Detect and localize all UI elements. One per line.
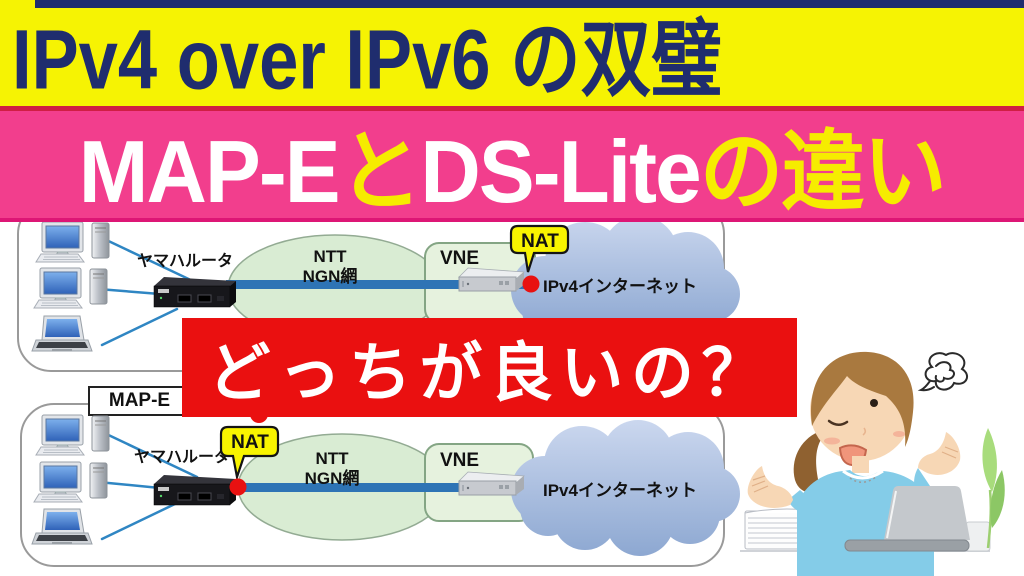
necklace: [849, 476, 877, 483]
finger-lines: [751, 475, 769, 493]
subtitle-text: MAP-EとDS-Liteの違い: [78, 101, 947, 228]
scribble-icon: [917, 352, 969, 392]
top-navy-strip: [35, 0, 1024, 8]
finger-lines: [941, 446, 959, 459]
question-text: どっちが良いの？: [207, 336, 772, 409]
map-e-method-label: MAP-E: [88, 386, 191, 416]
question-banner: どっちが良いの？: [182, 318, 797, 417]
plant: [982, 428, 1005, 549]
nose: [862, 427, 867, 436]
subtitle-seg-no-chigai: の違い: [699, 122, 947, 221]
subtitle-seg-map-e: MAP-E: [78, 122, 341, 221]
subtitle-banner: MAP-EとDS-Liteの違い: [0, 111, 1024, 222]
desk-box: [965, 521, 991, 552]
left-sleeve: [788, 490, 812, 512]
face: [810, 359, 912, 461]
title-banner: IPv4 over IPv6 の双璧: [0, 0, 1024, 107]
shirt: [797, 470, 934, 576]
laptop-illustration: [844, 486, 970, 552]
title-text: IPv4 over IPv6 の双璧: [12, 12, 722, 107]
blush: [824, 437, 840, 445]
ponytail: [793, 432, 822, 493]
left-hand: [747, 466, 793, 508]
neck: [852, 456, 869, 473]
right-sleeve: [914, 468, 934, 502]
subtitle-seg-ds-lite: DS-Lite: [420, 122, 702, 221]
collar: [842, 469, 884, 480]
open-eye: [870, 399, 878, 407]
closed-eye: [827, 419, 849, 426]
subtitle-seg-to: と: [338, 122, 423, 221]
open-mouth: [838, 444, 868, 467]
right-hand: [918, 432, 961, 475]
banner-divider: [0, 106, 1024, 111]
bottom-diagram-frame: [20, 403, 725, 567]
map-e-method-text: MAP-E: [108, 390, 171, 411]
hair: [811, 351, 914, 447]
paper-stack: [744, 508, 830, 550]
blush: [893, 431, 905, 437]
